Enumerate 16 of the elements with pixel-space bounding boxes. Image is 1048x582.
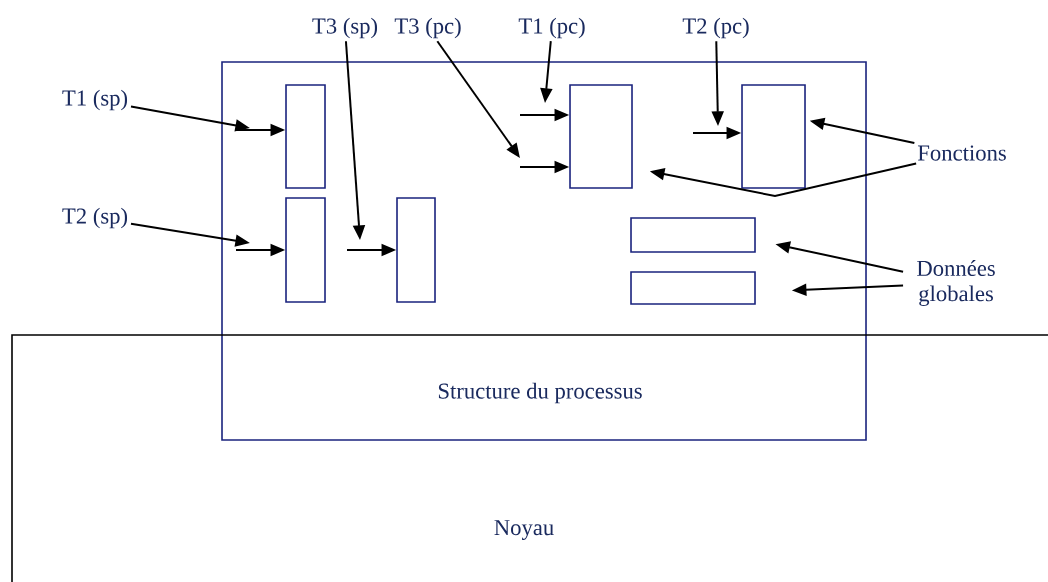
function-box [285, 84, 326, 189]
callout-label: Fonctions [917, 145, 1006, 161]
callout-label: T3 (sp) [312, 17, 378, 39]
function-box [396, 197, 436, 303]
callout-label: T1 (sp) [62, 89, 128, 111]
function-box [285, 197, 326, 303]
callout-label: T3 (pc) [394, 17, 461, 39]
process-box: Structure du processus [221, 61, 867, 441]
data-box [630, 217, 756, 253]
callout-label: T1 (pc) [518, 17, 585, 39]
function-box [741, 84, 806, 189]
callout-label: Données globales [917, 260, 995, 306]
callout-label: T2 (sp) [62, 207, 128, 229]
function-box [569, 84, 633, 189]
data-box [630, 271, 756, 305]
callout-label: T2 (pc) [682, 17, 749, 39]
